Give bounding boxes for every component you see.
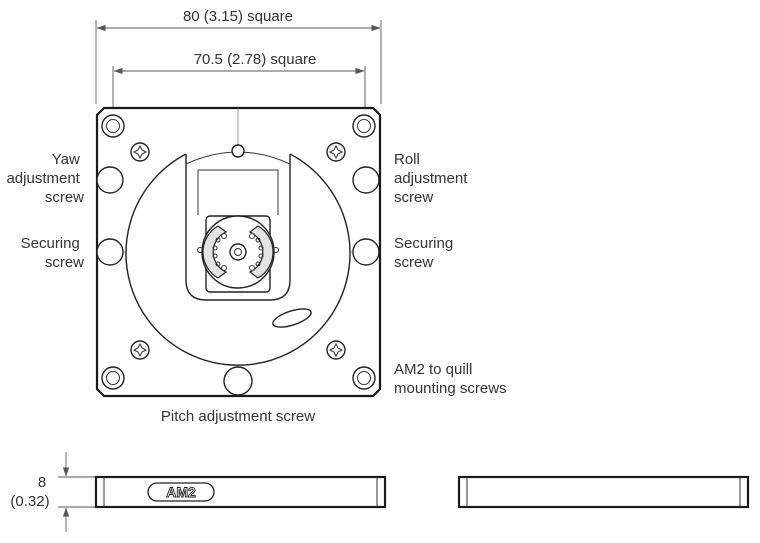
roll-adjustment-screw xyxy=(352,166,380,194)
slot-ellipse xyxy=(272,308,312,328)
thickness-inch-label: (0.32) xyxy=(10,493,49,510)
torx-screw-bottom-left xyxy=(130,340,150,360)
inner-width-label: 70.5 (2.78) square xyxy=(194,51,317,68)
thickness-dimension: 8 (0.32) xyxy=(10,452,96,532)
roll-label-line-2: adjustment xyxy=(394,170,468,187)
securing-left-label: Securing screw xyxy=(21,235,85,271)
securing-right-label: Securing screw xyxy=(394,235,457,271)
torx-screw-top-left xyxy=(130,142,150,162)
corner-screw-top-right xyxy=(352,114,376,138)
pitch-adjustment-screw xyxy=(223,366,253,396)
securing-left-line-1: Securing xyxy=(21,235,80,252)
side-view-back xyxy=(457,475,750,509)
outer-width-dimension: 80 (3.15) square xyxy=(95,8,382,104)
yaw-label: Yaw adjustment screw xyxy=(6,151,84,206)
am2-badge-text: AM2 xyxy=(166,484,196,500)
roll-label-line-3: screw xyxy=(394,189,433,206)
yaw-adjustment-screw xyxy=(96,166,124,194)
securing-right-line-2: screw xyxy=(394,254,433,271)
securing-right-line-1: Securing xyxy=(394,235,453,252)
roll-label: Roll adjustment screw xyxy=(394,151,472,206)
torx-screw-bottom-right xyxy=(326,340,346,360)
corner-screw-bottom-right xyxy=(352,366,376,390)
yaw-label-line-2: adjustment xyxy=(6,170,80,187)
am2-quill-line-1: AM2 to quill xyxy=(394,361,472,378)
am2-quill-line-2: mounting screws xyxy=(394,380,507,397)
roll-label-line-1: Roll xyxy=(394,151,420,168)
central-mechanism xyxy=(197,215,279,293)
index-pin xyxy=(231,144,245,158)
securing-screw-left xyxy=(96,238,124,266)
yaw-label-line-3: screw xyxy=(45,189,84,206)
thickness-mm-label: 8 xyxy=(38,474,46,491)
inner-width-dimension: 70.5 (2.78) square xyxy=(112,51,366,112)
corner-screw-top-left xyxy=(101,114,125,138)
pitch-label: Pitch adjustment screw xyxy=(161,408,315,425)
yaw-label-line-1: Yaw xyxy=(52,151,80,168)
am2-quill-label: AM2 to quill mounting screws xyxy=(394,361,507,397)
securing-screw-right xyxy=(352,238,380,266)
torx-screw-top-right xyxy=(326,142,346,162)
am2-badge xyxy=(147,482,215,502)
outer-width-label: 80 (3.15) square xyxy=(183,8,293,25)
corner-screw-bottom-left xyxy=(101,366,125,390)
securing-left-line-2: screw xyxy=(45,254,84,271)
side-view-front: AM2 xyxy=(94,475,387,509)
